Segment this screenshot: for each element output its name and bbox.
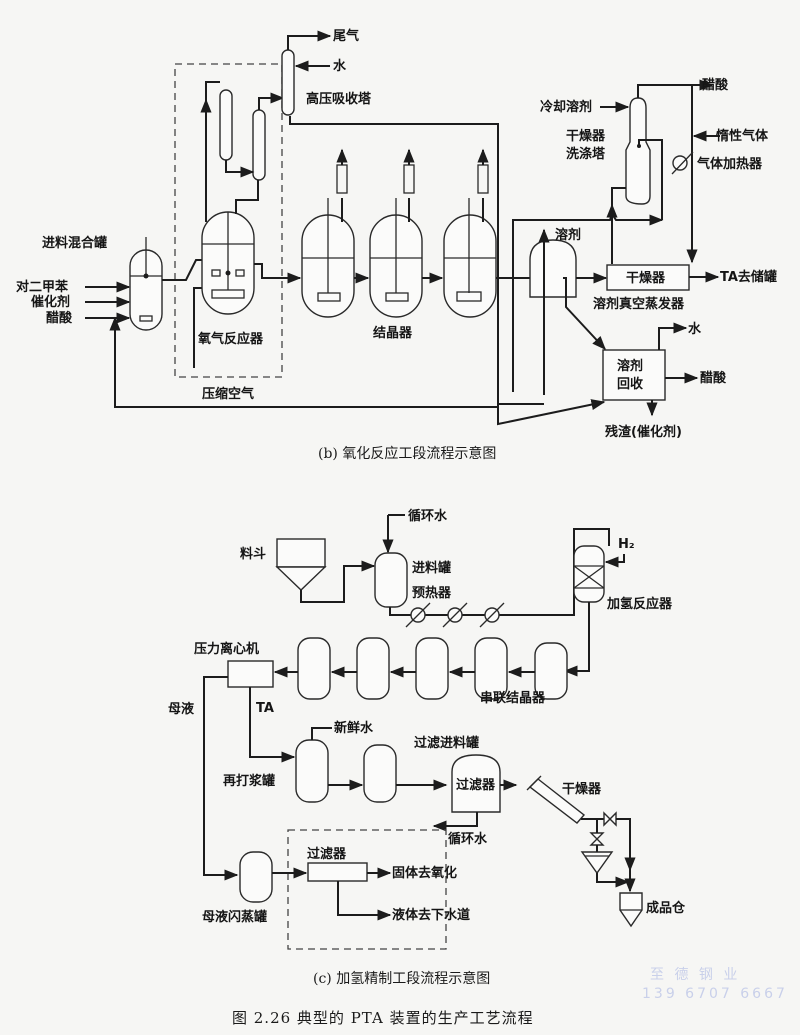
label-water-in: 水 [333,58,347,74]
label-compressed-air: 压缩空气 [202,386,254,402]
label-solid-to-oxidation: 固体去氧化 [392,865,457,881]
feed-tank [374,552,408,608]
label-water-out: 水 [688,321,702,337]
label-catalyst: 催化剂 [31,294,70,310]
label-cooling-solvent: 冷却溶剂 [540,99,592,115]
label-gas-heater: 气体加热器 [697,156,763,172]
label-dryer-scrubber-1: 干燥器 [566,128,606,144]
label-acetic-acid-top: 醋酸 [702,77,729,93]
figure-title: 图 2.26 典型的 PTA 装置的生产工艺流程 [232,1009,534,1027]
label-solvent: 溶剂 [555,227,581,243]
oxidation-reactor [201,211,255,315]
oxidation-section-boundary [174,63,283,378]
label-mother-liquor-flash-tank: 母液闪蒸罐 [202,909,267,925]
condenser-1 [219,89,233,161]
label-h2: H₂ [618,537,635,552]
series-crystallizer-3 [415,637,449,700]
pressure-centrifuge [227,660,274,688]
dryer-scrubber [625,97,651,205]
h2-line [604,554,625,568]
hopper [275,538,327,591]
crystallizer-3 [443,148,497,318]
label-hp-absorber: 高压吸收塔 [306,91,372,107]
preheater-2 [442,602,468,628]
small-filter [307,862,368,882]
gas-heater [671,151,694,175]
label-mix-tank: 进料混合罐 [42,235,107,251]
series-crystallizer-2 [356,637,390,700]
preheater-3 [479,602,505,628]
watermark-company: 至 德 钢 业 [650,967,740,983]
series-crystallizer-4 [474,637,508,700]
label-px: 对二甲苯 [16,279,69,295]
label-reslurry-tank: 再打浆罐 [223,773,275,789]
label-solvent-recovery-2: 回收 [617,376,644,392]
label-preheater: 预热器 [412,585,452,601]
label-ta: TA [256,701,274,716]
hp-absorber [281,49,295,116]
label-mother-liquor: 母液 [168,701,194,717]
label-liquid-to-sewer: 液体去下水道 [392,907,470,923]
caption-c: (c) 加氢精制工段流程示意图 [313,970,490,987]
filter-section-boundary [287,829,447,950]
filter-feed-tank [451,754,501,813]
dryer-inclined [526,775,586,824]
valve-horizontal [603,811,617,827]
crystallizer-1 [301,148,355,318]
preheater-1 [405,602,431,628]
ta-line [249,687,296,763]
cyclone [580,851,614,875]
series-crystallizer-1 [297,637,331,700]
feed-mixing-tank [129,237,163,331]
tail-gas-line [287,30,332,50]
reactor-overhead-line [205,81,220,222]
hydrogenation-reactor [573,545,605,603]
solvent-flash-vessel [529,239,577,298]
watermark-phone: 139 6707 6667 [642,986,788,1002]
label-solvent-recovery-1: 溶剂 [617,358,643,374]
label-acetic-acid-in: 醋酸 [46,310,73,326]
label-residue: 残渣(催化剂) [605,424,682,440]
label-inert-gas: 惰性气体 [716,128,769,144]
label-filter-small: 过滤器 [307,846,347,862]
condenser-2 [252,109,266,181]
product-silo [619,892,643,928]
label-filter-main: 过滤器 [456,777,496,793]
label-fresh-water: 新鲜水 [334,720,374,736]
crystallizer-2 [369,148,423,318]
label-ta-to-storage: TA去储罐 [720,269,777,285]
recycle-line [109,316,497,408]
label-solvent-vacuum-evaporator: 溶剂真空蒸发器 [593,296,685,312]
reslurry-tank-2 [363,744,397,803]
caption-b: (b) 氧化反应工段流程示意图 [318,445,496,462]
absorber-bottom-line [289,116,499,404]
label-filter-feed-tank: 过滤进料罐 [414,735,479,751]
label-feed-tank: 进料罐 [412,560,451,576]
reslurry-tank-1 [295,739,329,803]
label-product-silo: 成品仓 [646,900,686,916]
label-tail-gas: 尾气 [333,28,359,44]
label-dryer: 干燥器 [626,270,666,286]
diagram-b-oxidation: 进料混合罐 对二甲苯 催化剂 醋酸 氧气反应器 压缩空气 尾气 水 高压吸收塔 … [16,28,777,462]
label-pressure-centrifuge: 压力离心机 [194,641,259,657]
label-series-crystallizers: 串联结晶器 [480,690,546,706]
solvent-recovery-box [602,349,666,401]
label-dryer-scrubber-2: 洗涤塔 [566,146,606,162]
label-circulating-water-top: 循环水 [408,508,448,524]
label-acetic-acid-out: 醋酸 [700,370,727,386]
valve-vertical [589,832,605,846]
dryer-box [606,264,690,291]
mother-liquor-flash-tank [239,851,273,903]
label-hydrogenation-reactor: 加氢反应器 [606,596,673,612]
label-hopper: 料斗 [240,546,266,562]
label-crystallizer: 结晶器 [373,325,413,341]
label-dryer-c: 干燥器 [562,781,602,797]
diagram-c-hydrogenation: 料斗 循环水 进料罐 预热器 H₂ 加氢反应器 压力离心机 串联结晶器 母液 T… [168,508,686,987]
label-oxidation-reactor: 氧气反应器 [197,331,264,347]
label-circulating-water-bottom: 循环水 [448,831,488,847]
